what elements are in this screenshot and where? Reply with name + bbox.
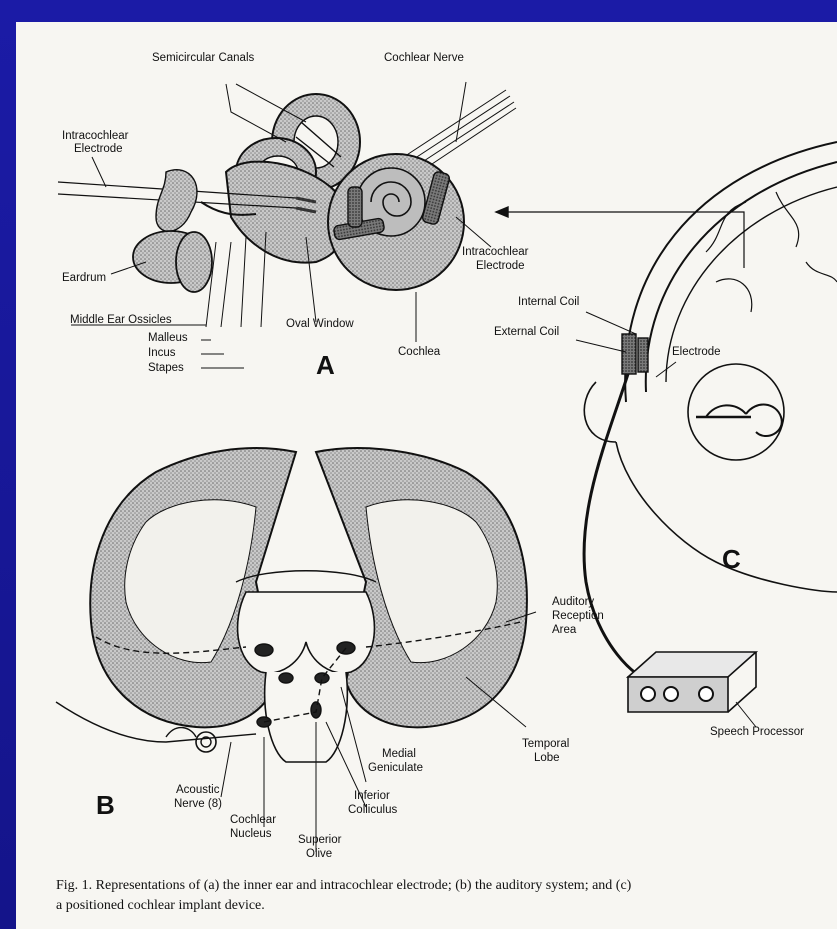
label-malleus: Malleus — [148, 332, 188, 345]
panel-c-letter: C — [722, 544, 741, 575]
label-stapes: Stapes — [148, 362, 184, 375]
label-auditory-reception-area-3: Area — [552, 624, 576, 637]
label-middle-ear-ossicles: Middle Ear Ossicles — [70, 314, 172, 327]
label-superior-olive-1: Superior — [298, 834, 341, 847]
label-oval-window: Oval Window — [286, 318, 354, 331]
label-incus: Incus — [148, 347, 176, 360]
label-medial-geniculate-2: Geniculate — [368, 762, 423, 775]
label-speech-processor: Speech Processor — [710, 726, 804, 739]
label-cochlear-nucleus-2: Nucleus — [230, 828, 272, 841]
panel-b-letter: B — [96, 790, 115, 821]
figure-drawing — [16, 22, 837, 929]
label-acoustic-nerve-1: Acoustic — [176, 784, 219, 797]
label-temporal-lobe-2: Lobe — [534, 752, 560, 765]
label-internal-coil: Internal Coil — [518, 296, 579, 309]
label-cochlear-nucleus-1: Cochlear — [230, 814, 276, 827]
label-inferior-colliculus-2: Colliculus — [348, 804, 397, 817]
label-auditory-reception-area-2: Reception — [552, 610, 604, 623]
scanned-figure-page: Semicircular Canals Cochlear Nerve Intra… — [16, 22, 837, 929]
label-temporal-lobe-1: Temporal — [522, 738, 569, 751]
label-acoustic-nerve-2: Nerve (8) — [174, 798, 222, 811]
caption-line-2: a positioned cochlear implant device. — [56, 896, 837, 916]
label-intracochlear-electrode-right-1: Intracochlear — [462, 246, 528, 259]
label-auditory-reception-area-1: Auditory — [552, 596, 594, 609]
label-external-coil: External Coil — [494, 326, 559, 339]
label-eardrum: Eardrum — [62, 272, 106, 285]
figure-caption: Fig. 1. Representations of (a) the inner… — [56, 876, 837, 916]
label-superior-olive-2: Olive — [306, 848, 332, 861]
label-inferior-colliculus-1: Inferior — [354, 790, 390, 803]
panel-c-implant — [496, 142, 837, 727]
label-intracochlear-electrode-right-2: Electrode — [476, 260, 525, 273]
panel-a-letter: A — [316, 350, 335, 381]
label-intracochlear-electrode-left-1: Intracochlear — [62, 130, 128, 143]
label-intracochlear-electrode-left-2: Electrode — [74, 143, 123, 156]
label-medial-geniculate-1: Medial — [382, 748, 416, 761]
panel-b-brain — [56, 448, 536, 852]
label-cochlea: Cochlea — [398, 346, 440, 359]
label-semicircular-canals: Semicircular Canals — [152, 52, 254, 65]
label-electrode: Electrode — [672, 346, 721, 359]
caption-line-1: Fig. 1. Representations of (a) the inner… — [56, 876, 837, 896]
label-cochlear-nerve: Cochlear Nerve — [384, 52, 464, 65]
